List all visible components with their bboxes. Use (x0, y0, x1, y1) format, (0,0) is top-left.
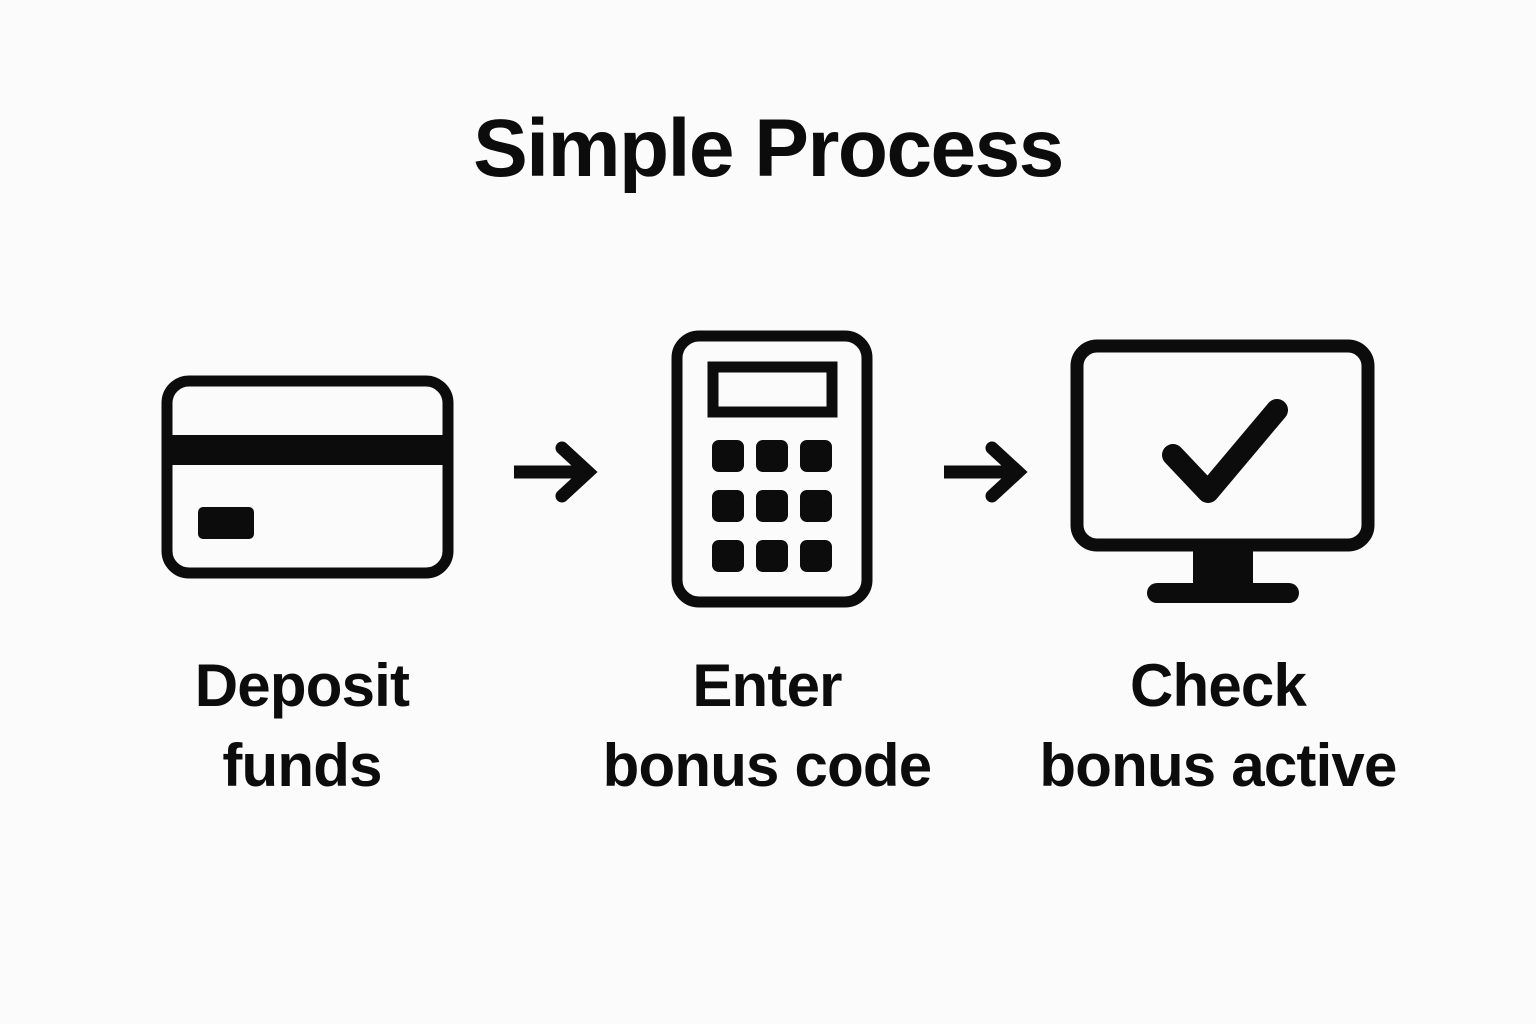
credit-card-icon (137, 300, 467, 620)
step-label-line1: Check (1129, 652, 1307, 719)
step-label-deposit-funds: Deposit funds (137, 646, 467, 806)
step-label-line2: bonus code (602, 731, 932, 799)
step-label-check-bonus-active: Check bonus active (1008, 646, 1428, 806)
step-label-line2: funds (222, 731, 382, 799)
page-title: Simple Process (473, 103, 1064, 194)
step-label-line1: Deposit (194, 652, 410, 719)
monitor-check-icon (1053, 300, 1383, 620)
arrow-right-icon (500, 436, 620, 508)
steps-row: Deposit funds (0, 300, 1536, 860)
step-deposit-funds: Deposit funds (137, 300, 467, 860)
step-enter-bonus-code: Enter bonus code (602, 300, 932, 860)
step-check-bonus-active: Check bonus active (1039, 300, 1397, 860)
step-label-line1: Enter (692, 652, 842, 719)
calculator-icon (602, 300, 932, 620)
step-label-line2: bonus active (1039, 731, 1397, 799)
arrow-right-icon (930, 436, 1050, 508)
step-label-enter-bonus-code: Enter bonus code (557, 646, 977, 806)
